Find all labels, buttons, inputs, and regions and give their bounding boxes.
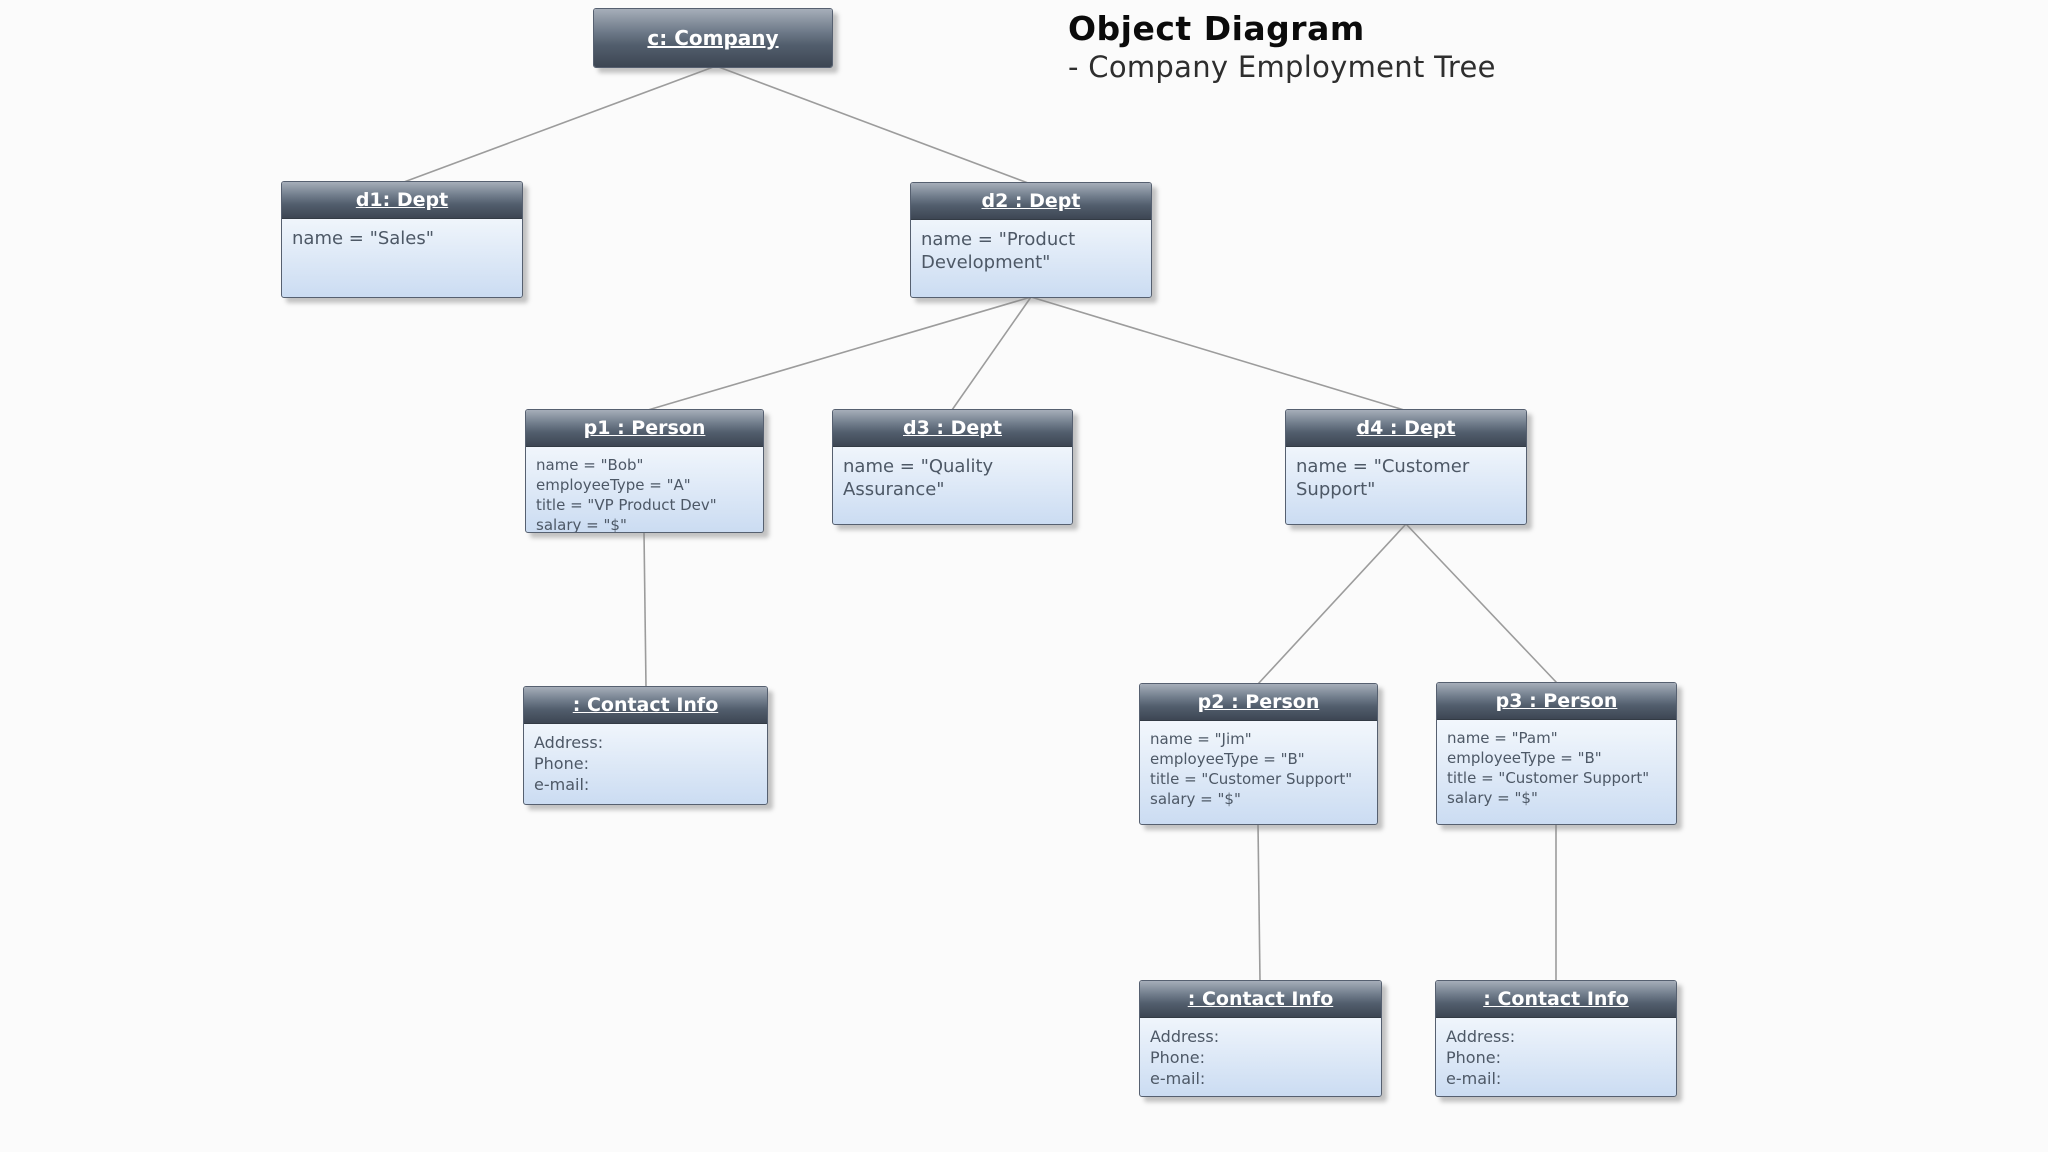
node-title: c: Company	[647, 26, 779, 50]
attribute-line: e-mail:	[1446, 1069, 1502, 1088]
attribute-line: salary = "$"	[536, 516, 627, 533]
attribute-line: e-mail:	[1150, 1069, 1206, 1088]
node-p2-person: p2 : Person name = "Jim" employeeType = …	[1139, 683, 1378, 825]
attribute-line: name = "Bob"	[536, 456, 644, 474]
edge-d2-p1	[647, 296, 1032, 411]
node-header: d1: Dept	[282, 182, 522, 219]
node-d4-dept: d4 : Dept name = "Customer Support"	[1285, 409, 1527, 525]
diagram-title: Object Diagram	[1068, 9, 1365, 48]
node-contact-info-p3: : Contact Info Address: Phone: e-mail:	[1435, 980, 1677, 1097]
attribute-line: employeeType = "B"	[1447, 749, 1602, 767]
node-p1-person: p1 : Person name = "Bob" employeeType = …	[525, 409, 764, 533]
attribute-line: Phone:	[534, 754, 589, 773]
node-body: Address: Phone: e-mail:	[1140, 1018, 1381, 1095]
node-header: p2 : Person	[1140, 684, 1377, 721]
node-c-company: c: Company	[593, 8, 833, 68]
attribute-line: name = "Jim"	[1150, 730, 1252, 748]
attribute-line: Phone:	[1150, 1048, 1205, 1067]
attribute-line: title = "Customer Support"	[1150, 770, 1353, 788]
node-title: : Contact Info	[1187, 988, 1334, 1010]
edge-d4-p2	[1257, 523, 1407, 685]
node-title: p1 : Person	[583, 417, 706, 439]
edge-d2-d4	[1030, 296, 1405, 411]
node-title: d4 : Dept	[1356, 417, 1456, 439]
node-body: name = "Sales"	[282, 219, 522, 256]
attribute-line: e-mail:	[534, 775, 590, 794]
attribute-line: employeeType = "B"	[1150, 750, 1305, 768]
node-body: Address: Phone: e-mail:	[524, 724, 767, 801]
node-body: name = "Pam" employeeType = "B" title = …	[1437, 720, 1676, 814]
node-header: p3 : Person	[1437, 683, 1676, 720]
attribute-line: salary = "$"	[1150, 790, 1241, 808]
diagram-subtitle: - Company Employment Tree	[1068, 49, 1496, 84]
node-header: d4 : Dept	[1286, 410, 1526, 447]
attribute-line: name = "Pam"	[1447, 729, 1558, 747]
attribute-line: name = "Customer Support"	[1296, 456, 1470, 500]
node-d3-dept: d3 : Dept name = "Quality Assurance"	[832, 409, 1073, 525]
edge-c-d1	[403, 65, 717, 183]
node-header: c: Company	[594, 9, 832, 67]
node-body: name = "Jim" employeeType = "B" title = …	[1140, 721, 1377, 815]
attribute-line: Address:	[1150, 1027, 1220, 1046]
edge-d4-p3	[1405, 523, 1558, 684]
node-body: name = "Quality Assurance"	[833, 447, 1072, 507]
edge-p1-contact	[643, 531, 647, 688]
attribute-line: title = "Customer Support"	[1447, 769, 1650, 787]
edge-d2-d3	[951, 296, 1032, 411]
attribute-line: name = "Product Development"	[921, 229, 1076, 273]
node-contact-info-p1: : Contact Info Address: Phone: e-mail:	[523, 686, 768, 805]
attribute-line: Address:	[534, 733, 604, 752]
node-header: p1 : Person	[526, 410, 763, 447]
attribute-line: Address:	[1446, 1027, 1516, 1046]
node-header: d3 : Dept	[833, 410, 1072, 447]
node-p3-person: p3 : Person name = "Pam" employeeType = …	[1436, 682, 1677, 825]
node-title: d3 : Dept	[903, 417, 1002, 439]
attribute-line: name = "Quality Assurance"	[843, 456, 994, 500]
edge-c-d2	[715, 65, 1029, 184]
node-contact-info-p2: : Contact Info Address: Phone: e-mail:	[1139, 980, 1382, 1097]
attribute-line: Phone:	[1446, 1048, 1501, 1067]
node-title: : Contact Info	[572, 694, 719, 716]
node-body: name = "Customer Support"	[1286, 447, 1526, 507]
node-body: name = "Bob" employeeType = "A" title = …	[526, 447, 763, 533]
attribute-line: salary = "$"	[1447, 789, 1538, 807]
node-header: : Contact Info	[1436, 981, 1676, 1018]
node-body: Address: Phone: e-mail:	[1436, 1018, 1676, 1095]
node-body: name = "Product Development"	[911, 220, 1151, 280]
node-header: d2 : Dept	[911, 183, 1151, 220]
attribute-line: title = "VP Product Dev"	[536, 496, 717, 514]
node-header: : Contact Info	[1140, 981, 1381, 1018]
node-header: : Contact Info	[524, 687, 767, 724]
node-title: d1: Dept	[355, 189, 449, 211]
node-title: p3 : Person	[1495, 690, 1618, 712]
title-block: Object Diagram - Company Employment Tree	[1068, 10, 1496, 84]
attribute-line: employeeType = "A"	[536, 476, 691, 494]
node-title: : Contact Info	[1483, 988, 1629, 1010]
edge-p2-contact	[1257, 823, 1261, 982]
attribute-line: name = "Sales"	[292, 228, 435, 249]
node-title: p2 : Person	[1197, 691, 1320, 713]
node-d1-dept: d1: Dept name = "Sales"	[281, 181, 523, 298]
node-title: d2 : Dept	[981, 190, 1081, 212]
node-d2-dept: d2 : Dept name = "Product Development"	[910, 182, 1152, 298]
